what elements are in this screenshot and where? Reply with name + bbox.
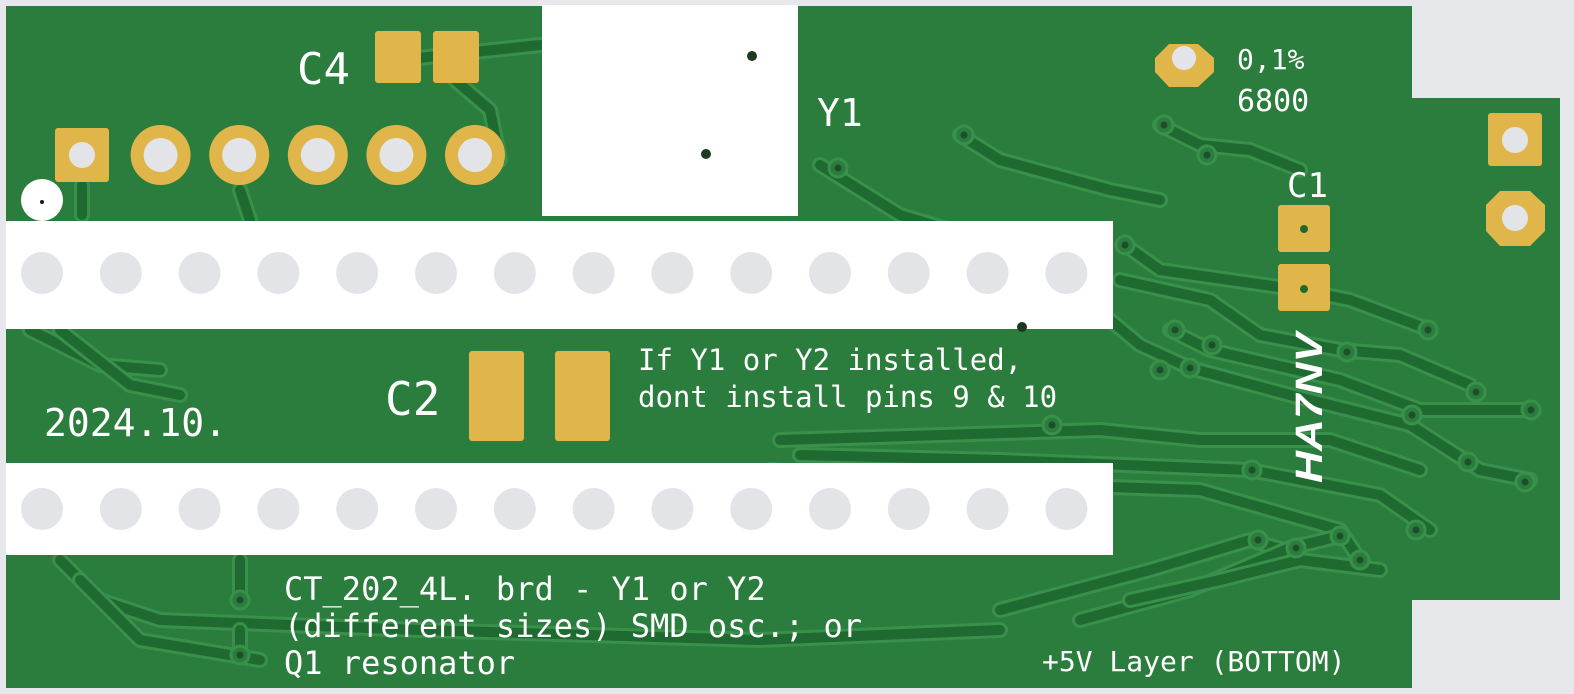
dip-hole <box>887 488 930 530</box>
dip-hole <box>493 488 536 530</box>
c4-pad-2 <box>433 31 479 83</box>
c2-pad-1 <box>469 351 524 441</box>
logo-text: HA7NV <box>1289 330 1331 483</box>
dip-hole <box>1045 488 1088 530</box>
y1-pin1-dot <box>747 51 757 61</box>
y1-label: Y1 <box>817 91 863 135</box>
dip-hole <box>21 488 63 530</box>
header-pin-hole <box>222 138 257 172</box>
via-hole <box>1160 121 1168 129</box>
dip-hole <box>99 488 142 530</box>
connector-pad-1 <box>1488 113 1542 166</box>
y1-oscillator-footprint <box>542 5 798 216</box>
dip-hole <box>178 252 221 294</box>
c2-pad-2 <box>555 351 610 441</box>
dip-hole <box>730 252 773 294</box>
description-line-3: Q1 resonator <box>284 644 515 682</box>
description-line-1: CT_202_4L. brd - Y1 or Y2 <box>284 570 766 608</box>
dip-hole <box>809 252 851 294</box>
via-hole <box>1048 421 1056 429</box>
dip-hole <box>651 252 694 294</box>
dip-hole <box>809 488 851 530</box>
dip-hole <box>21 252 63 294</box>
c2-label: C2 <box>385 372 440 426</box>
via-hole <box>1186 364 1194 372</box>
dip-hole <box>336 488 379 530</box>
via-hole <box>1412 526 1420 534</box>
via-hole <box>1521 478 1529 486</box>
dip-holes-bottom <box>21 488 1088 530</box>
note-line-2: dont install pins 9 & 10 <box>638 380 1057 414</box>
c4-pad-1 <box>375 31 421 83</box>
dip-socket-row-bottom <box>6 463 1113 555</box>
dip-hole <box>257 488 300 530</box>
via-hole <box>834 164 842 172</box>
via-hole <box>1171 326 1179 334</box>
dip-hole <box>1045 252 1088 294</box>
dip-hole <box>572 252 615 294</box>
dip-socket-row-top <box>6 221 1113 329</box>
resistor-pad <box>1155 44 1214 87</box>
c1-pad-2 <box>1278 264 1330 311</box>
description-line-2: (different sizes) SMD osc.; or <box>284 607 862 645</box>
header-pins <box>55 125 505 185</box>
c4-label: C4 <box>297 44 350 95</box>
via-hole <box>1424 326 1432 334</box>
dip-hole <box>966 488 1009 530</box>
via-hole <box>1336 532 1344 540</box>
via-hole <box>1203 151 1211 159</box>
connector-pad-2 <box>1486 191 1545 246</box>
via-hole <box>1208 341 1216 349</box>
via-hole <box>1527 406 1535 414</box>
via-hole <box>1248 466 1256 474</box>
via-hole <box>1292 544 1300 552</box>
via-hole <box>236 596 244 604</box>
c1-pad-1 <box>1278 205 1330 252</box>
dip-hole <box>178 488 221 530</box>
via-hole <box>1156 366 1164 374</box>
note-line-1: If Y1 or Y2 installed, <box>638 343 1022 377</box>
dip-hole <box>336 252 379 294</box>
pin1-marker-dot <box>40 200 44 204</box>
via-hole <box>1343 348 1351 356</box>
via-hole <box>1121 241 1129 249</box>
resistor-tolerance-label: 0,1% <box>1237 43 1305 76</box>
vias <box>229 114 1542 666</box>
dip-holes-top <box>21 252 1088 294</box>
via-hole <box>1254 536 1262 544</box>
dip-hole <box>257 252 300 294</box>
via-hole <box>960 131 968 139</box>
via-hole <box>1356 556 1364 564</box>
via-hole <box>1472 388 1480 396</box>
date-label: 2024.10. <box>44 401 227 445</box>
dip-hole <box>99 252 142 294</box>
header-pin-hole <box>143 138 178 172</box>
dip-hole <box>651 488 694 530</box>
dip-hole <box>887 252 930 294</box>
dip-hole <box>415 488 457 530</box>
header-pin-hole <box>379 138 414 172</box>
c1-label: C1 <box>1287 166 1328 206</box>
resistor-value-label: 6800 <box>1237 84 1309 119</box>
dip-hole <box>966 252 1009 294</box>
via-hole <box>236 651 244 659</box>
dip-hole <box>493 252 536 294</box>
dip-hole <box>572 488 615 530</box>
socket-marker-dot <box>1017 322 1027 332</box>
dip-hole <box>415 252 457 294</box>
y1-pin2-dot <box>701 149 711 159</box>
header-pin-hole <box>458 138 492 172</box>
via-hole <box>1464 458 1472 466</box>
via-hole <box>1408 411 1416 419</box>
layer-label: +5V Layer (BOTTOM) <box>1042 645 1345 678</box>
header-pin-hole <box>69 142 95 168</box>
dip-hole <box>730 488 773 530</box>
header-pin-hole <box>300 138 335 172</box>
